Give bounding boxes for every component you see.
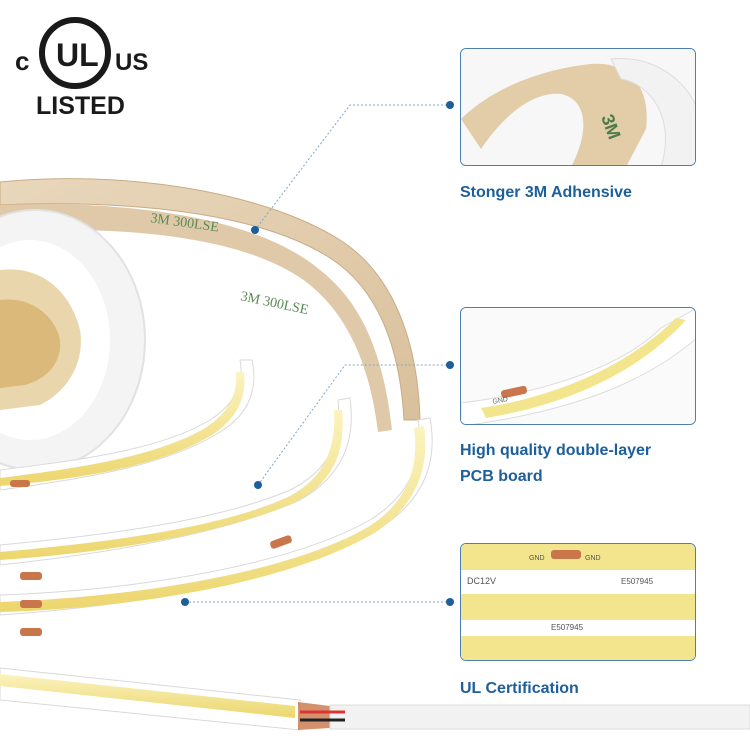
bottom-strip-with-cable xyxy=(0,667,750,731)
ul-left-letter: c xyxy=(15,46,29,76)
caption-pcb-line-1: High quality double-layer xyxy=(460,442,652,459)
strip-reel xyxy=(0,209,146,471)
caption-ul-line-1: UL Certification xyxy=(460,680,579,697)
tape-text-2: 3M 300LSE xyxy=(239,289,309,318)
adhesive-closeup-panel: 3M xyxy=(460,48,696,166)
copper-pad xyxy=(20,572,42,580)
ul-listed-logo: c UL US LISTED xyxy=(15,17,148,120)
ul-panel-file-1: E507945 xyxy=(621,577,654,586)
caption-pcb: High quality double-layer PCB board xyxy=(460,438,651,490)
ul-panel-gnd-right: GND xyxy=(585,555,601,562)
ul-panel-voltage: DC12V xyxy=(467,576,496,586)
caption-adhesive-line-1: Stonger 3M Adhensive xyxy=(460,184,632,201)
ul-right-letters: US xyxy=(115,49,148,76)
callout-start-dots xyxy=(181,226,262,606)
ul-ring xyxy=(39,17,111,89)
copper-pad xyxy=(10,480,30,487)
ul-center-mark: UL xyxy=(56,37,99,73)
copper-pad xyxy=(20,628,42,636)
ul-marking-closeup-panel: GND GND DC12V E507945 E507945 xyxy=(460,543,696,661)
callout-lines xyxy=(185,104,448,603)
copper-pad xyxy=(20,600,42,608)
caption-adhesive: Stonger 3M Adhensive xyxy=(460,180,632,206)
pcb-closeup-image: GND xyxy=(461,308,695,424)
callout-dot-pcb xyxy=(446,361,454,369)
copper-pad xyxy=(270,535,292,549)
caption-pcb-line-2: PCB board xyxy=(460,468,543,485)
ul-panel-gnd-left: GND xyxy=(529,555,545,562)
callout-dot-adhesive xyxy=(446,101,454,109)
caption-ul: UL Certification xyxy=(460,676,579,702)
adhesive-closeup-image: 3M xyxy=(461,49,695,165)
ul-status: LISTED xyxy=(36,92,125,120)
led-strip-coils xyxy=(0,359,433,636)
callout-dot-ul xyxy=(446,598,454,606)
pcb-gnd-label: GND xyxy=(492,396,509,406)
ul-panel-file-2: E507945 xyxy=(551,623,584,632)
ul-marking-closeup-image: GND GND DC12V E507945 E507945 xyxy=(461,544,695,660)
pcb-closeup-panel: GND xyxy=(460,307,696,425)
